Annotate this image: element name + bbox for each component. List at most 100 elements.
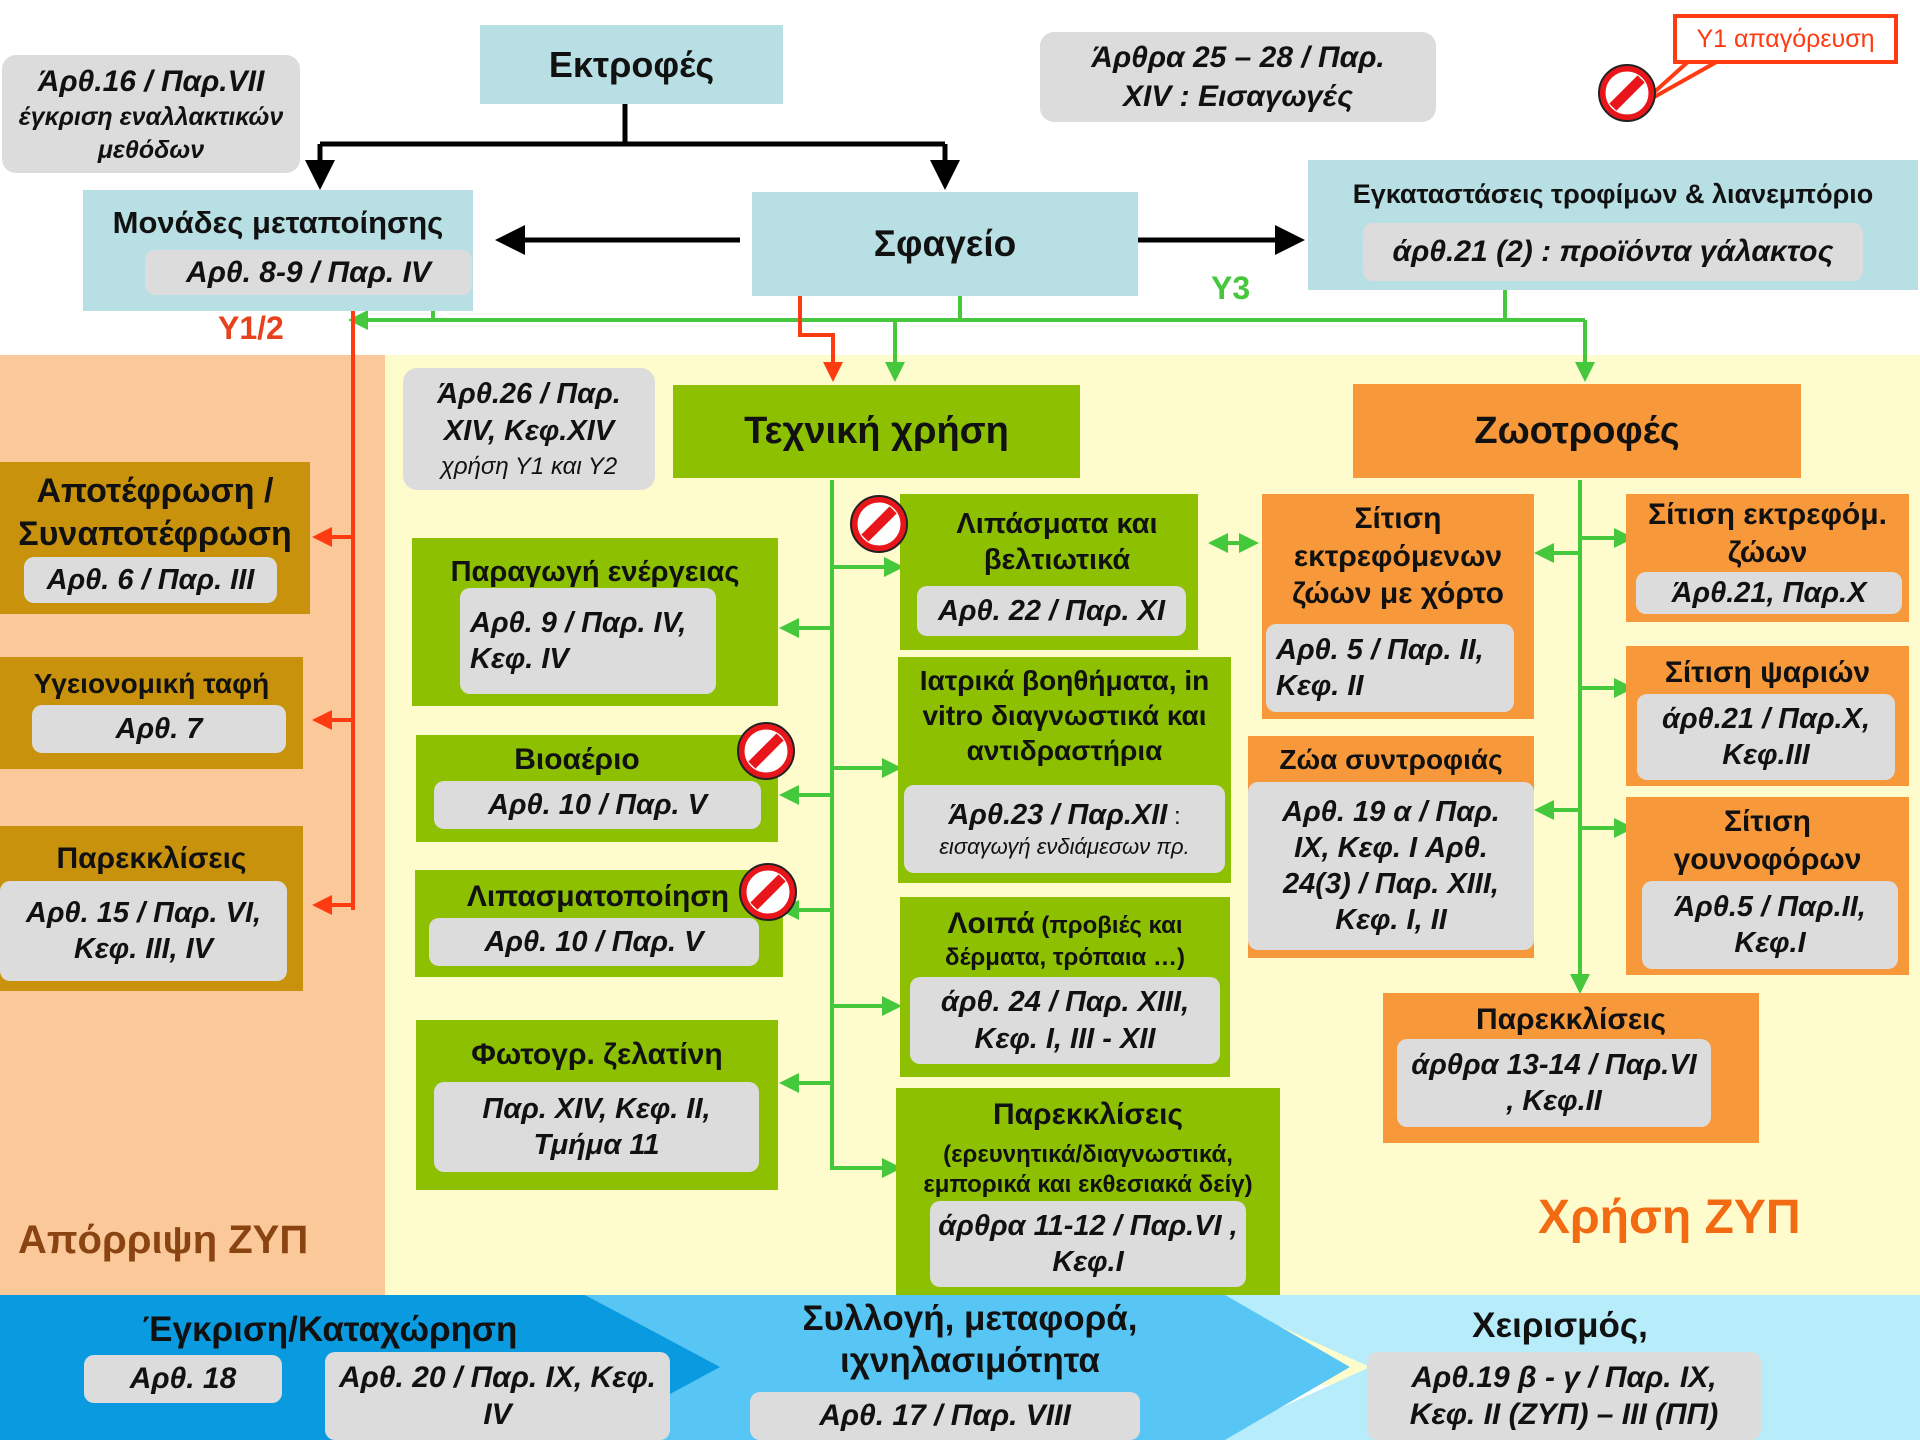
monades-box: Μονάδες μεταποίησης Αρθ. 8-9 / Παρ. IV bbox=[83, 190, 473, 311]
band-s1-ref2: Αρθ. 20 / Παρ. IX, Κεφ. IV bbox=[325, 1352, 670, 1440]
band-s1-ref1: Αρθ. 18 bbox=[84, 1355, 282, 1403]
use-region-label: Χρήση ΖΥΠ bbox=[1538, 1191, 1801, 1244]
tech-item-ref: Αρθ. 22 / Παρ. XI bbox=[917, 586, 1186, 636]
feed-item-derogations: Παρεκκλίσεις άρθρα 13-14 / Παρ.VI , Κεφ.… bbox=[1383, 993, 1759, 1143]
feed-item-ref: άρθρα 13-14 / Παρ.VI , Κεφ.II bbox=[1397, 1039, 1711, 1127]
tech-item-ref: Αρθ. 10 / Παρ. V bbox=[434, 781, 761, 829]
note-arth16: Άρθ.16 / Παρ.VII έγκριση εναλλακτικών με… bbox=[2, 55, 300, 173]
medical-ref-sub: εισαγωγή ενδιάμεσων πρ. bbox=[939, 834, 1190, 860]
egkat-box: Εγκαταστάσεις τροφίμων & λιανεμπόριο άρθ… bbox=[1308, 160, 1918, 290]
tech-item-title: Λιπάσματα και βελτιωτικά bbox=[956, 508, 1158, 577]
tech-item-ref: Άρθ.23 / Παρ.XII : εισαγωγή ενδιάμεσων π… bbox=[904, 785, 1225, 873]
tech-item-title: Λιπασματοποίηση bbox=[466, 880, 730, 913]
tech-item-title: Βιοαέριο bbox=[514, 743, 640, 776]
note-arth26: Άρθ.26 / Παρ. XIV, Κεφ.XIV χρήση Υ1 και … bbox=[403, 368, 655, 490]
ektrofes-label: Εκτροφές bbox=[548, 43, 715, 85]
y1-callout: Υ1 απαγόρευση bbox=[1673, 14, 1898, 64]
feed-item-ref: άρθ.21 / Παρ.X, Κεφ.III bbox=[1637, 694, 1895, 780]
sfageio-label: Σφαγείο bbox=[873, 223, 1017, 264]
feed-item-ref: Αρθ. 5 / Παρ. II, Κεφ. II bbox=[1266, 624, 1514, 712]
red-flows bbox=[312, 288, 843, 915]
disposal-item-incineration: Αποτέφρωση / Συναποτέφρωση Αρθ. 6 / Παρ.… bbox=[0, 462, 310, 614]
disposal-item-ref: Αρθ. 7 bbox=[32, 705, 286, 753]
label-y12: Υ1/2 bbox=[218, 310, 284, 346]
feed-item-ref: Αρθ. 19 α / Παρ. IX, Κεφ. I Αρθ. 24(3) /… bbox=[1248, 782, 1534, 950]
tech-item-title-line: Λοιπά (προβιές και δέρματα, τρόπαια …) bbox=[900, 897, 1230, 973]
tech-item-title: Λοιπά bbox=[947, 907, 1035, 940]
tech-item-gelatine: Φωτογρ. ζελατίνη Παρ. XIV, Κεφ. II, Τμήμ… bbox=[416, 1020, 778, 1190]
y1-callout-text: Υ1 απαγόρευση bbox=[1696, 24, 1875, 53]
monades-ref: Αρθ. 8-9 / Παρ. IV bbox=[145, 250, 472, 295]
technical-use-box: Τεχνική χρήση bbox=[673, 385, 1080, 478]
tech-item-composting: Λιπασματοποίηση Αρθ. 10 / Παρ. V bbox=[415, 870, 783, 977]
tech-item-title: Παραγωγή ενέργειας bbox=[450, 556, 740, 588]
note-arth16-line1: Άρθ.16 / Παρ.VII bbox=[37, 65, 265, 98]
medical-ref-main: Άρθ.23 / Παρ.XII bbox=[948, 799, 1168, 832]
band-s2-ref: Αρθ. 17 / Παρ. VIII bbox=[750, 1392, 1140, 1440]
band-s2-title: Συλλογή, μεταφορά, ιχνηλασιμότητα bbox=[802, 1299, 1138, 1380]
disposal-item-title: Αποτέφρωση / Συναποτέφρωση bbox=[18, 472, 292, 553]
tech-item-title-sub: (προβιές και δέρματα, τρόπαια …) bbox=[945, 912, 1185, 971]
tech-item-ref: άρθ. 24 / Παρ. XIII, Κεφ. I, III - XII bbox=[910, 977, 1220, 1064]
note-arth26-line2: XIV, Κεφ.XIV bbox=[443, 415, 615, 448]
disposal-item-landfill: Υγειονομική ταφή Αρθ. 7 bbox=[0, 657, 303, 769]
note-arth16-line3: μεθόδων bbox=[97, 135, 205, 164]
egkat-ref: άρθ.21 (2) : προϊόντα γάλακτος bbox=[1363, 223, 1863, 281]
tech-item-ref: Αρθ. 9 / Παρ. IV, Κεφ. IV bbox=[460, 588, 716, 694]
disposal-item-derogations: Παρεκκλίσεις Αρθ. 15 / Παρ. VI, Κεφ. III… bbox=[0, 826, 303, 991]
tech-item-title: Παρεκκλίσεις bbox=[992, 1098, 1184, 1131]
feed-item-title: Σίτιση ψαριών bbox=[1664, 656, 1871, 689]
note-arthra25-line1: Άρθρα 25 – 28 / Παρ. bbox=[1091, 41, 1385, 74]
band-s1-title: Έγκριση/Καταχώρηση bbox=[142, 1310, 518, 1349]
disposal-item-ref: Αρθ. 15 / Παρ. VI, Κεφ. III, IV bbox=[0, 881, 287, 981]
sfageio-box: Σφαγείο bbox=[752, 192, 1138, 296]
label-y3: Υ3 bbox=[1211, 270, 1251, 306]
tech-item-derogations: Παρεκκλίσεις (ερευνητικά/διαγνωστικά, εμ… bbox=[896, 1088, 1280, 1298]
band-s3-title: Χειρισμός, bbox=[1472, 1306, 1648, 1345]
disposal-item-title: Παρεκκλίσεις bbox=[56, 842, 247, 875]
tech-item-ref: άρθρα 11-12 / Παρ.VI , Κεφ.I bbox=[930, 1201, 1246, 1287]
feed-item-title: Σίτιση γουνοφόρων bbox=[1673, 805, 1862, 876]
medical-ref-line: Άρθ.23 / Παρ.XII : bbox=[948, 797, 1180, 833]
tech-item-title: Φωτογρ. ζελατίνη bbox=[471, 1038, 723, 1071]
feed-item-ref: Άρθ.21, Παρ.X bbox=[1636, 572, 1902, 614]
feed-item-ref: Άρθ.5 / Παρ.II, Κεφ.I bbox=[1642, 881, 1898, 969]
feed-item-pets: Ζώα συντροφιάς Αρθ. 19 α / Παρ. IX, Κεφ.… bbox=[1248, 736, 1534, 958]
feed-item-title: Παρεκκλίσεις bbox=[1475, 1003, 1667, 1036]
note-arth26-line3: χρήση Υ1 και Υ2 bbox=[440, 453, 618, 481]
ektrofes-box: Εκτροφές bbox=[480, 25, 783, 104]
disposal-item-ref: Αρθ. 6 / Παρ. III bbox=[24, 557, 277, 603]
no-entry-icon bbox=[850, 495, 908, 553]
feed-item-farmed: Σίτιση εκτρεφόμ. ζώων Άρθ.21, Παρ.X bbox=[1626, 494, 1909, 622]
tech-item-ref: Αρθ. 10 / Παρ. V bbox=[429, 918, 759, 966]
note-arthra25: Άρθρα 25 – 28 / Παρ. XIV : Εισαγωγές bbox=[1040, 32, 1436, 122]
medical-ref-suffix: : bbox=[1167, 803, 1181, 831]
feed-item-title: Ζώα συντροφιάς bbox=[1279, 744, 1503, 775]
green-flows bbox=[348, 288, 1634, 1178]
black-flows bbox=[305, 104, 1305, 255]
note-arth26-line1: Άρθ.26 / Παρ. bbox=[437, 377, 621, 410]
feed-item-fur: Σίτιση γουνοφόρων Άρθ.5 / Παρ.II, Κεφ.I bbox=[1626, 797, 1909, 975]
tech-item-biogas: Βιοαέριο Αρθ. 10 / Παρ. V bbox=[416, 735, 778, 842]
tech-item-energy: Παραγωγή ενέργειας Αρθ. 9 / Παρ. IV, Κεφ… bbox=[412, 538, 778, 706]
tech-item-title-sub: (ερευνητικά/διαγνωστικά, εμπορικά και εκ… bbox=[923, 1140, 1253, 1198]
tech-item-fertilisers: Λιπάσματα και βελτιωτικά Αρθ. 22 / Παρ. … bbox=[900, 494, 1198, 650]
band-s3-ref: Αρθ.19 β - γ / Παρ. IX, Κεφ. II (ΖΥΠ) – … bbox=[1367, 1352, 1761, 1440]
egkat-title: Εγκαταστάσεις τροφίμων & λιανεμπόριο bbox=[1352, 179, 1874, 209]
monades-title: Μονάδες μεταποίησης bbox=[112, 205, 444, 240]
disposal-item-title: Υγειονομική ταφή bbox=[33, 668, 270, 699]
feed-title: Ζωοτροφές bbox=[1474, 409, 1680, 452]
tech-item-ref: Παρ. XIV, Κεφ. II, Τμήμα 11 bbox=[434, 1082, 759, 1172]
tech-item-title: Ιατρικά βοηθήματα, in vitro διαγνωστικά … bbox=[919, 665, 1210, 766]
feed-item-grass: Σίτιση εκτρεφόμενων ζώων με χόρτο Αρθ. 5… bbox=[1262, 494, 1534, 719]
no-entry-icon bbox=[737, 722, 795, 780]
feed-box: Ζωοτροφές bbox=[1353, 384, 1801, 478]
tech-item-other: Λοιπά (προβιές και δέρματα, τρόπαια …) ά… bbox=[900, 897, 1230, 1077]
disposal-region-label: Απόρριψη ΖΥΠ bbox=[18, 1218, 309, 1262]
note-arthra25-line2: XIV : Εισαγωγές bbox=[1122, 80, 1354, 113]
feed-item-fish: Σίτιση ψαριών άρθ.21 / Παρ.X, Κεφ.III bbox=[1626, 646, 1909, 786]
no-entry-icon bbox=[1598, 64, 1656, 122]
feed-item-title: Σίτιση εκτρεφόμ. ζώων bbox=[1648, 498, 1887, 569]
